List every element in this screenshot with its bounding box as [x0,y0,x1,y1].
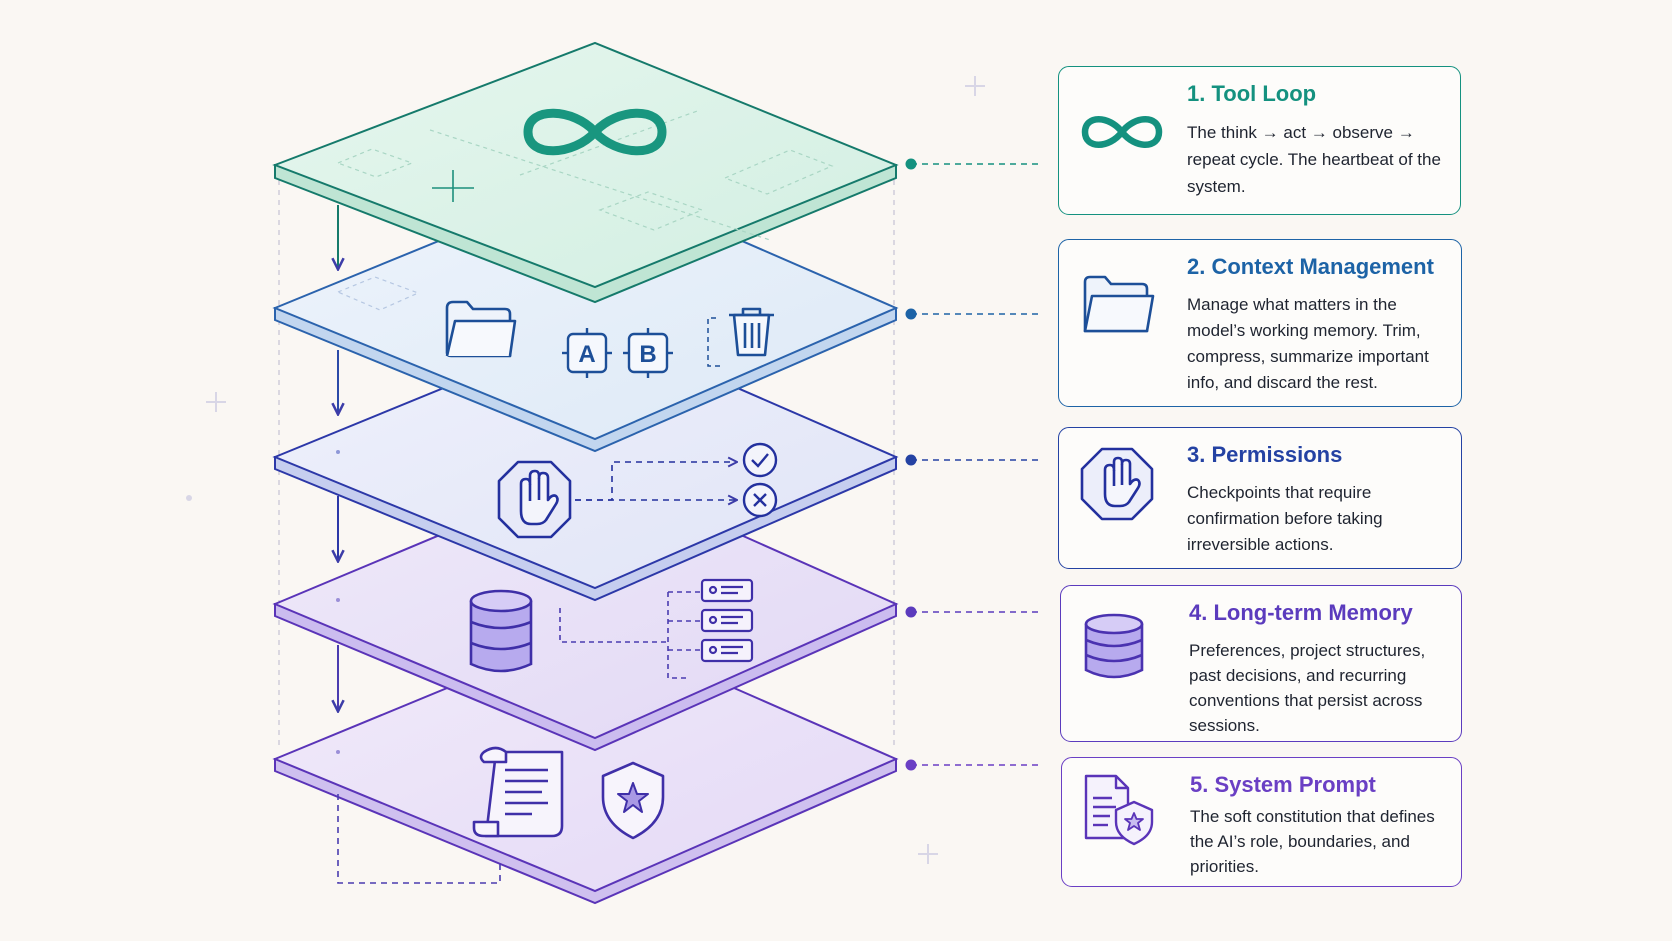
approve-icon [742,442,778,478]
layer-tool-loop [272,41,899,304]
scroll-icon [472,746,564,838]
crosshair-mark [432,170,474,202]
card-title: 5. System Prompt [1190,772,1376,797]
memory-connectors [559,591,700,679]
card-system-prompt: 5. System Prompt The soft constitution t… [1061,757,1462,887]
chip-b-label: B [639,341,656,368]
card-title: 2. Context Management [1187,254,1434,279]
document-shield-icon [1084,774,1154,846]
card-title: 3. Permissions [1187,442,1343,467]
deny-icon [742,482,778,518]
shield-star-icon [601,761,665,840]
trash-icon [729,307,774,357]
folder-icon [445,300,517,358]
database-icon [1084,613,1144,679]
layer-system-prompt [272,625,899,905]
chip-b-icon [623,328,673,378]
card-title: 1. Tool Loop [1187,81,1317,106]
stop-hand-icon [497,460,572,539]
card-description: The soft constitution that defines the A… [1190,807,1435,876]
stop-hand-icon [1080,447,1154,521]
permission-branches [575,462,736,500]
card-connectors [911,163,1042,766]
card-description: Manage what matters in the model’s worki… [1187,295,1429,392]
connector-dots [905,158,917,771]
card-tool-loop: 1. Tool Loop The think → act → observe →… [1058,66,1461,215]
card-description: The think → act → observe → repeat cycle… [1187,123,1441,196]
chip-a-icon [562,328,612,378]
list-card-icons [700,578,754,663]
card-permissions: 3. Permissions Checkpoints that require … [1058,427,1462,569]
layer-permissions [272,324,899,602]
infinity-icon [523,108,667,156]
card-context-management: 2. Context Management Manage what matter… [1058,239,1462,407]
card-description: Checkpoints that require confirmation be… [1187,483,1383,554]
folder-icon [1083,275,1155,333]
card-description: Preferences, project structures, past de… [1189,641,1426,735]
card-title: 4. Long-term Memory [1189,600,1413,625]
chip-a-label: A [578,341,595,368]
background-decorations [186,76,985,864]
card-long-term-memory: 4. Long-term Memory Preferences, project… [1060,585,1462,742]
infinity-icon [1081,116,1163,148]
database-icon [469,589,533,673]
